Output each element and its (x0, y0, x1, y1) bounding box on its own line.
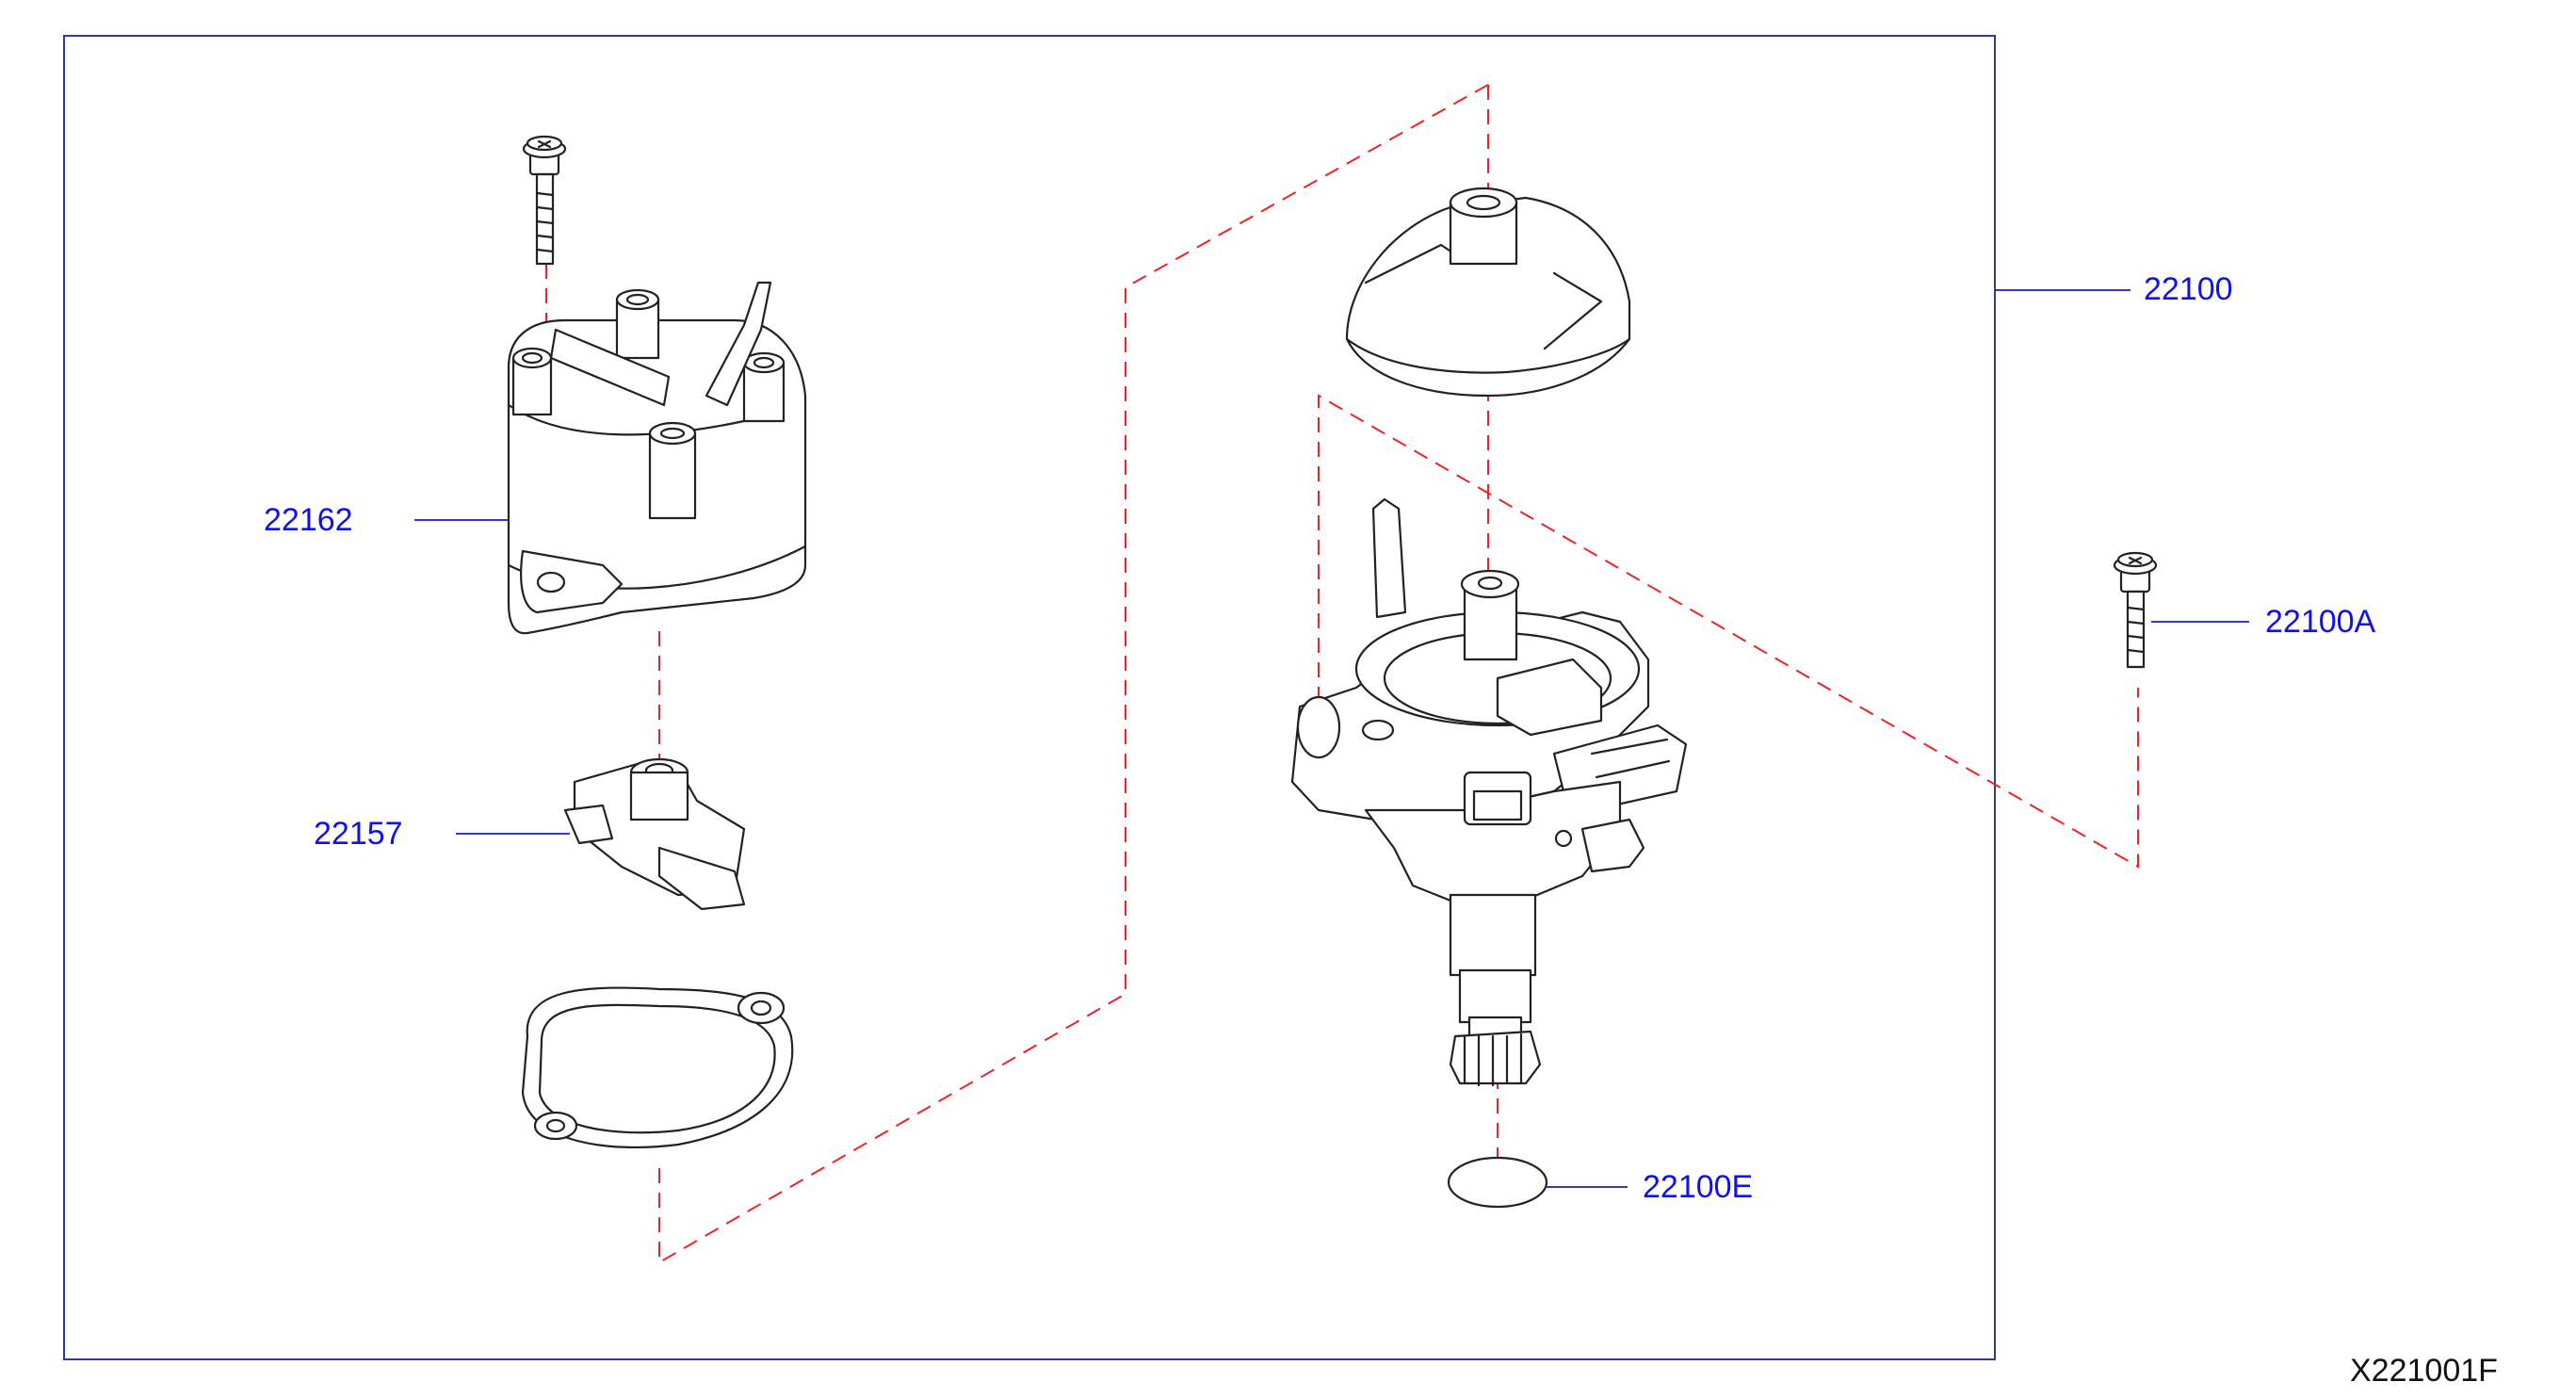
callout-22100e: 22100E (1643, 1169, 1754, 1205)
drawing-code: X221001F (2350, 1353, 2498, 1389)
callout-22100: 22100 (2144, 271, 2233, 307)
o-ring (1447, 1156, 1548, 1209)
rotor (563, 757, 746, 911)
distributor-cap (507, 281, 807, 635)
leader-lines (414, 289, 2249, 1188)
distributor-body (1290, 497, 1688, 1087)
bolt-right (2113, 551, 2158, 669)
callout-22100a: 22100A (2265, 604, 2376, 640)
phantom-lines (545, 84, 2139, 1264)
gasket (521, 986, 794, 1149)
callout-22162: 22162 (264, 502, 353, 538)
callout-22157: 22157 (314, 816, 403, 852)
assembly-frame (63, 35, 1996, 1360)
housing-cover (1345, 187, 1631, 398)
bolt-upper-left (522, 135, 567, 266)
